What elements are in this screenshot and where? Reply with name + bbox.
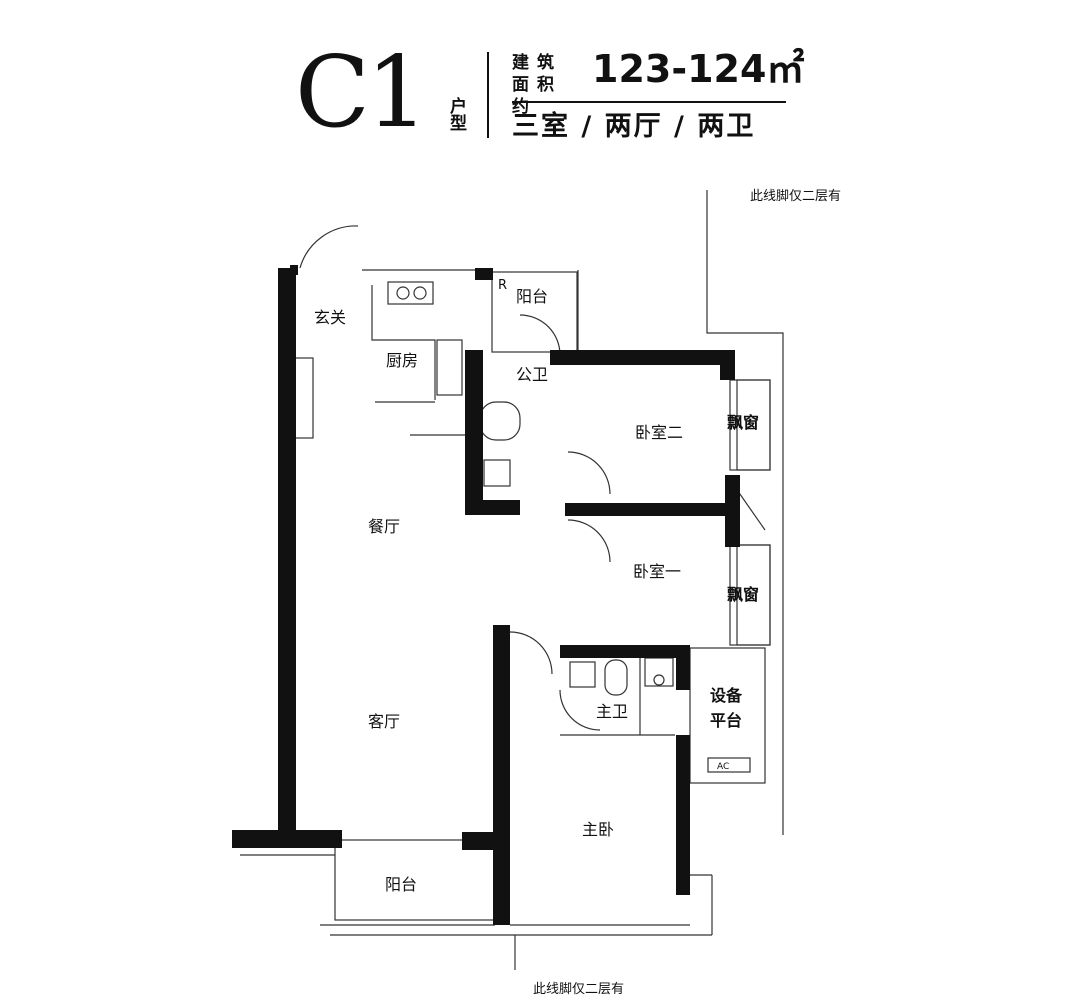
equipment-platform-outline (689, 647, 766, 784)
wall-bedroom-two-east-top (720, 350, 735, 380)
walls (232, 265, 740, 925)
outer-line-right (706, 190, 784, 835)
living-window (294, 357, 314, 439)
label-dining: 餐厅 (368, 517, 400, 536)
label-bay-window-top: 飘窗 (727, 413, 759, 432)
stove (387, 281, 434, 305)
wall-bedroom-two-north (550, 350, 735, 365)
balcony-north-outline (491, 271, 578, 353)
label-bedroom-one: 卧室一 (633, 562, 681, 581)
label-balcony-north: 阳台 (516, 287, 548, 306)
door-swing-master-bedroom (509, 631, 553, 675)
wall-public-bath-west (465, 350, 483, 515)
bay-window-bottom-inner (736, 544, 771, 646)
wall-west (278, 268, 296, 830)
header-divider (487, 52, 489, 138)
label-ac: AC (717, 762, 729, 772)
wall-south-mid (462, 832, 502, 850)
label-public-bath: 公卫 (516, 365, 548, 384)
plan-header: C1 户型 建筑面积约 123-124㎡ 三室 / 两厅 / 两卫 (0, 0, 1081, 160)
door-swing-master-bath (559, 689, 601, 731)
label-fridge: R (498, 278, 507, 293)
label-master-bedroom: 主卧 (582, 820, 614, 839)
toilet-master (604, 659, 628, 696)
wall-master-bath-east-top (676, 645, 690, 690)
label-equipment-2: 平台 (710, 711, 742, 730)
thin-lines (240, 190, 784, 970)
label-kitchen: 厨房 (386, 351, 418, 370)
label-bay-window-bottom: 飘窗 (727, 585, 759, 604)
toilet-public (479, 401, 521, 441)
layout-text: 三室 / 两厅 / 两卫 (512, 111, 756, 142)
label-master-bath: 主卫 (596, 702, 628, 721)
header-underline (512, 101, 786, 103)
stove-burner-left (396, 286, 410, 300)
bay-window-top-inner (736, 379, 771, 471)
shower-master (644, 657, 674, 687)
room-labels: 玄关 厨房 阳台 R 公卫 卧室二 飘窗 餐厅 卧室一 飘窗 客厅 主卫 设备 … (314, 188, 841, 997)
basin-master (569, 661, 596, 688)
area-value: 123-124㎡ (592, 47, 805, 91)
door-swing-bedroom-two (567, 451, 611, 495)
shower-drain (653, 674, 665, 686)
unit-code: C1 (295, 36, 428, 150)
label-balcony-south: 阳台 (385, 875, 417, 894)
basin-public (483, 459, 511, 487)
wall-southwest (232, 830, 342, 848)
door-swing-bedroom-one (567, 519, 611, 563)
wall-balcony-corner (475, 268, 493, 280)
kitchen-sink (436, 339, 463, 396)
door-swing-entry (299, 225, 359, 269)
wall-bay-pier (725, 475, 740, 547)
wall-living-master (493, 625, 510, 925)
stove-burner-right (413, 286, 427, 300)
kitchen-counter-line (371, 285, 436, 400)
wall-master-bath-north (560, 645, 690, 658)
line-note-top: 此线脚仅二层有 (750, 188, 841, 204)
wall-entry-jamb (290, 265, 298, 275)
label-equipment-1: 设备 (710, 686, 743, 705)
wall-public-bath-south (465, 500, 520, 515)
line-note-bottom: 此线脚仅二层有 (533, 981, 624, 997)
ac-box (707, 757, 751, 773)
unit-type-label: 户型 (446, 97, 466, 131)
wall-bedroom-partition (565, 503, 735, 516)
label-bedroom-two: 卧室二 (635, 423, 683, 442)
door-swing-public-bath (519, 314, 561, 356)
label-living: 客厅 (368, 712, 400, 731)
label-foyer: 玄关 (314, 308, 346, 327)
wall-master-east (676, 735, 690, 895)
